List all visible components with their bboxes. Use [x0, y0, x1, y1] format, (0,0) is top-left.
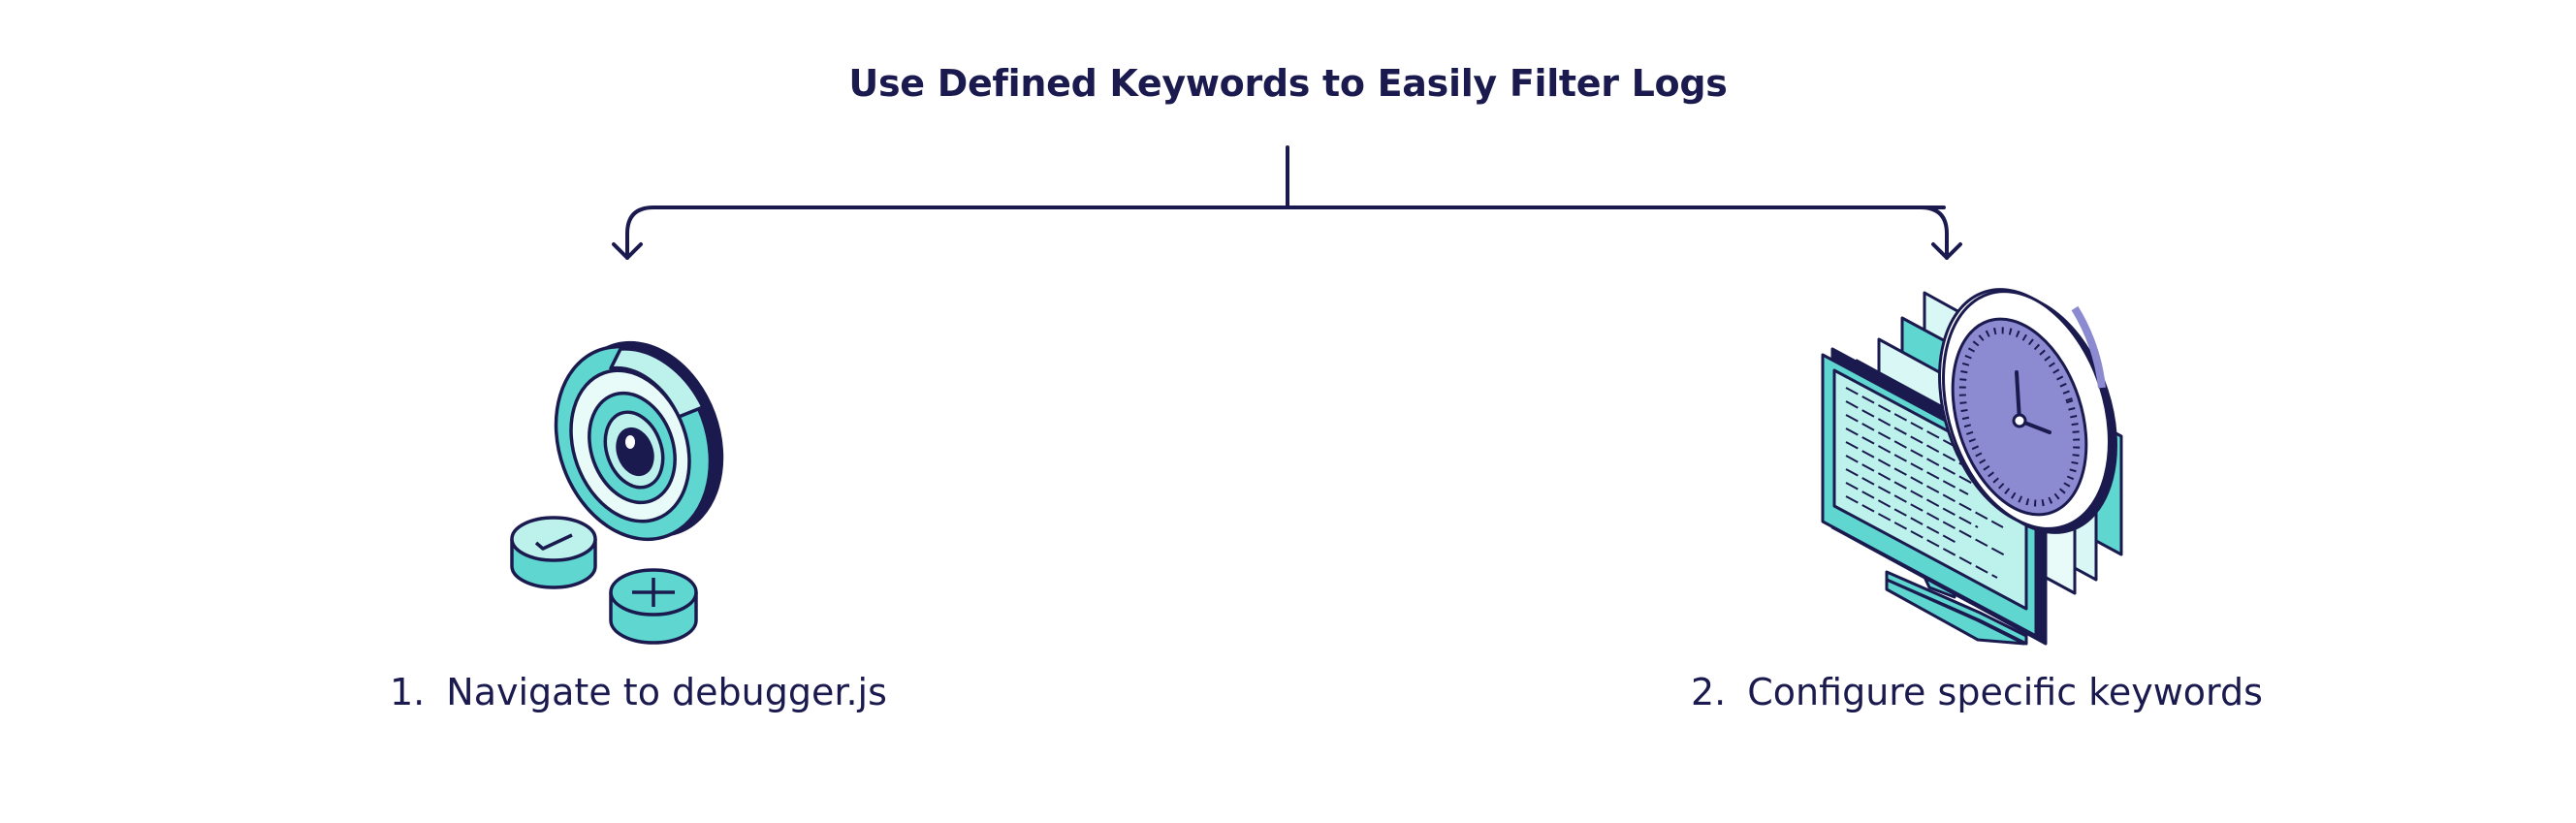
- arrowhead-right: [1931, 242, 1962, 260]
- branch-connector: [625, 145, 1949, 260]
- step-1-label: 1. Navigate to debugger.js: [390, 671, 887, 713]
- step-2-text: Configure specific keywords: [1747, 671, 2263, 713]
- diagram-title: Use Defined Keywords to Easily Filter Lo…: [848, 62, 1728, 105]
- check-button-icon: [510, 516, 597, 589]
- monitor-clock-icon: [1821, 288, 2123, 646]
- magnifier-eye-icon: [554, 340, 724, 542]
- arrowhead-left: [612, 242, 643, 260]
- step-2-number: 2.: [1691, 671, 1727, 713]
- clock-icon: [1938, 288, 2117, 534]
- add-button-icon: [609, 568, 698, 645]
- step-1-text: Navigate to debugger.js: [446, 671, 887, 713]
- step-2-label: 2. Configure specific keywords: [1691, 671, 2263, 713]
- step-1-number: 1.: [390, 671, 426, 713]
